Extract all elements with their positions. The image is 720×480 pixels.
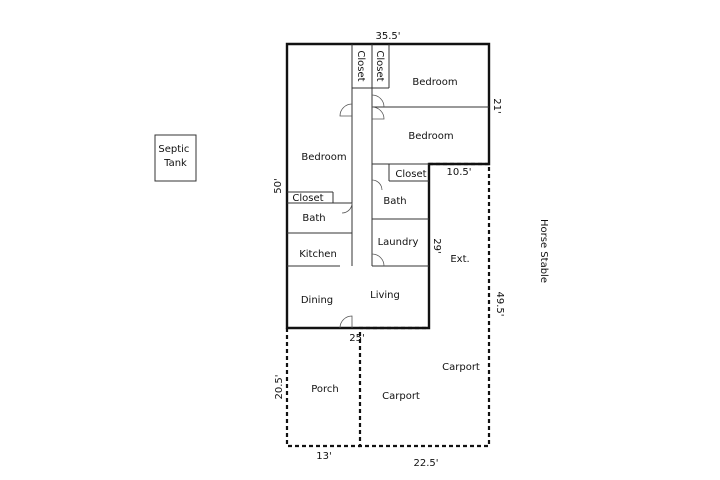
room-porch: Porch xyxy=(311,384,339,395)
room-bath-left: Bath xyxy=(302,213,325,224)
door-bedroom-mid xyxy=(371,106,385,120)
room-bedroom-left: Bedroom xyxy=(301,152,346,163)
septic-line-2: Tank xyxy=(163,158,187,169)
door-laundry xyxy=(371,253,385,267)
septic-line-1: Septic xyxy=(158,144,189,155)
dim-porch-height: 20.5' xyxy=(274,374,285,399)
door-front xyxy=(339,315,353,329)
room-bedroom-mid: Bedroom xyxy=(408,131,453,142)
room-bath-right: Bath xyxy=(383,196,406,207)
horse-stable-label: Horse Stable xyxy=(538,219,549,283)
room-kitchen: Kitchen xyxy=(299,249,337,260)
dim-ext-width: 10.5' xyxy=(446,167,471,178)
dim-right-total: 49.5' xyxy=(494,291,505,316)
room-carport-right: Carport xyxy=(442,362,480,373)
room-closet-v1: Closet xyxy=(355,50,366,81)
dim-mid-width: 25' xyxy=(349,333,364,344)
room-dining: Dining xyxy=(301,295,333,306)
house-outer-wall xyxy=(285,42,491,330)
door-left-bedroom xyxy=(339,103,353,117)
dim-ext-height: 29' xyxy=(431,238,442,253)
dim-bedroom-right-height: 21' xyxy=(491,98,502,113)
room-bedroom-top: Bedroom xyxy=(412,77,457,88)
dim-left-height: 50' xyxy=(273,178,284,193)
dim-top-width: 35.5' xyxy=(375,31,400,42)
room-closet-right: Closet xyxy=(395,169,426,180)
room-ext: Ext. xyxy=(450,254,469,265)
door-bedroom-top xyxy=(371,94,385,108)
septic-tank-label: Septic Tank xyxy=(158,144,192,169)
room-carport-left: Carport xyxy=(382,391,420,402)
door-bath-left xyxy=(341,202,353,214)
room-living: Living xyxy=(370,290,400,301)
room-closet-left: Closet xyxy=(292,193,323,204)
dim-porch-width: 13' xyxy=(316,451,331,462)
septic-tank-box xyxy=(154,134,197,182)
dim-carport-width: 22.5' xyxy=(413,458,438,469)
extension-outline xyxy=(358,162,491,448)
room-laundry: Laundry xyxy=(378,237,419,248)
room-closet-v2: Closet xyxy=(374,50,385,81)
door-bath-right xyxy=(371,179,383,191)
